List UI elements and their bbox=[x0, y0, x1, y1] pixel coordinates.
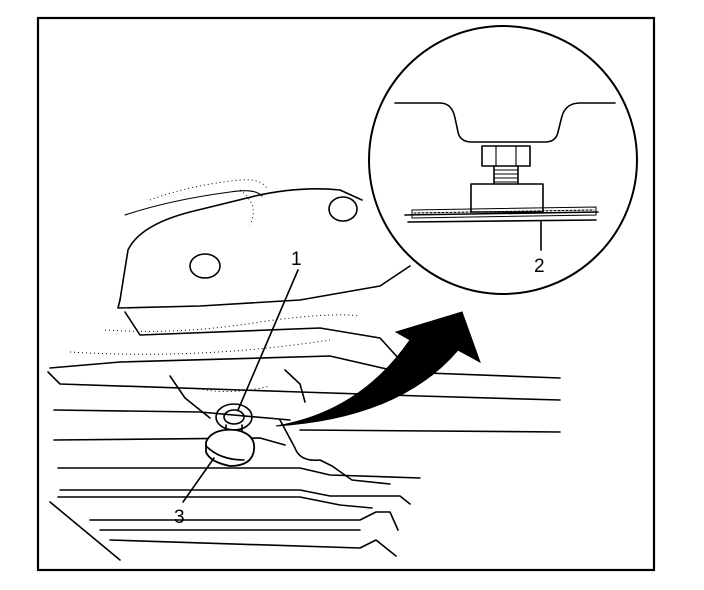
detail-circle bbox=[368, 25, 638, 295]
nut bbox=[481, 145, 531, 167]
curved-direction-arrow bbox=[275, 311, 481, 427]
callout-1: 1 bbox=[291, 249, 302, 270]
callout-3: 3 bbox=[174, 507, 185, 528]
detail-inset bbox=[368, 25, 638, 295]
leader-lines bbox=[182, 221, 542, 503]
callout-2: 2 bbox=[534, 256, 545, 277]
bumper-cap bbox=[205, 428, 256, 467]
leader-1 bbox=[237, 269, 299, 411]
fastener-assembly bbox=[205, 403, 256, 467]
leader-3 bbox=[182, 457, 215, 503]
vehicle-underbody bbox=[47, 179, 561, 561]
